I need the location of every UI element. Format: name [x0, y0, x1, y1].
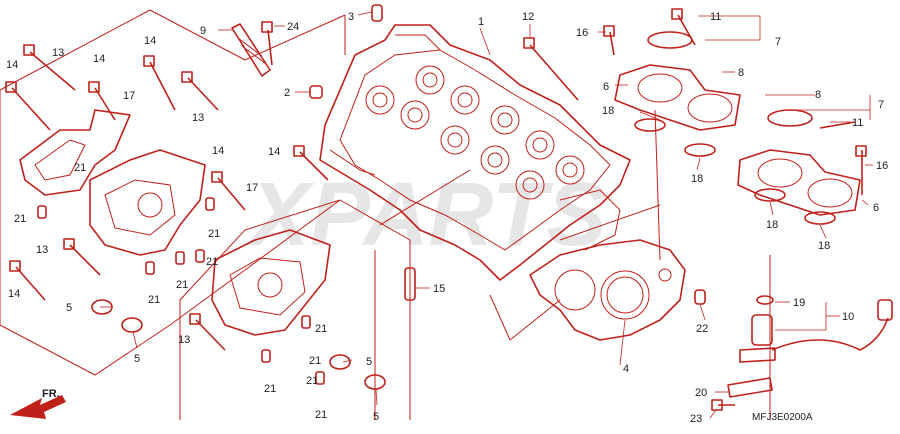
callout-labels: 1 2 3 4 5 5 5 5 6 6 7 7 8 8 9 10 11 11 1… [6, 11, 888, 425]
frame-top-cap [244, 14, 346, 61]
front-direction-label: FR. [42, 388, 60, 400]
label-18-d: 18 [818, 240, 830, 252]
label-14-e: 14 [268, 146, 280, 158]
frame-right-cam-holder [179, 199, 341, 420]
label-5-c: 5 [366, 356, 372, 368]
label-21-g: 21 [315, 323, 327, 335]
label-11-b: 11 [852, 117, 863, 129]
label-5-b: 5 [134, 353, 140, 365]
label-5-d: 5 [373, 411, 379, 423]
label-18-a: 18 [602, 105, 614, 117]
leader-lines [100, 11, 873, 419]
label-10: 10 [842, 311, 854, 323]
frame-left-bottom [169, 199, 341, 326]
frame-gasket-lead [489, 294, 561, 341]
frame-head-left-corner [379, 169, 471, 226]
label-21-e: 21 [176, 279, 188, 291]
label-21-d: 21 [206, 256, 218, 268]
label-21-i: 21 [306, 375, 318, 387]
label-13-b: 13 [192, 112, 204, 124]
label-14-f: 14 [8, 288, 20, 300]
label-1: 1 [478, 16, 484, 28]
label-17-b: 17 [246, 182, 258, 194]
label-21-f: 21 [148, 294, 160, 306]
frame-left-cam-holder [0, 9, 171, 376]
label-21-j: 21 [264, 383, 276, 395]
label-22: 22 [696, 323, 708, 335]
label-14-d: 14 [212, 145, 224, 157]
label-20: 20 [695, 387, 707, 399]
label-6-b: 6 [873, 202, 879, 214]
frame-right-cam-holder-side [339, 199, 411, 420]
label-14-a: 14 [6, 59, 18, 71]
label-16-a: 16 [576, 27, 588, 39]
label-13-d: 13 [178, 334, 190, 346]
label-13-c: 13 [36, 244, 48, 256]
label-23: 23 [690, 413, 702, 425]
label-15: 15 [433, 283, 445, 295]
frame-gasket [559, 204, 661, 241]
label-9: 9 [200, 25, 206, 37]
label-4: 4 [623, 363, 629, 375]
cylinder-head [319, 24, 631, 281]
label-24: 24 [287, 21, 299, 33]
label-18-b: 18 [691, 173, 703, 185]
label-14-b: 14 [93, 53, 105, 65]
sensor [727, 295, 893, 398]
label-21-c: 21 [208, 228, 220, 240]
watermark-text: XPARTS [245, 165, 607, 265]
front-direction-arrow: FR. [10, 388, 66, 419]
frame-left-top [149, 9, 246, 61]
label-7-b: 7 [878, 99, 884, 111]
label-3: 3 [348, 11, 354, 23]
label-19: 19 [793, 297, 805, 309]
frame-head-right [654, 109, 661, 261]
label-21-h: 21 [309, 355, 321, 367]
group-frames [0, 9, 771, 420]
label-7-a: 7 [775, 36, 781, 48]
head-gasket [529, 239, 686, 341]
diagram-code: MFJ3E0200A [752, 412, 813, 423]
label-14-c: 14 [144, 35, 156, 47]
label-6-a: 6 [603, 81, 609, 93]
insulators [614, 31, 861, 225]
label-17-a: 17 [123, 90, 135, 102]
label-8-b: 8 [815, 89, 821, 101]
cam-holder-left [19, 109, 331, 336]
label-11-a: 11 [710, 11, 721, 23]
spark-plug [231, 23, 271, 77]
label-21-a: 21 [74, 162, 86, 174]
label-5-a: 5 [66, 302, 72, 314]
label-8-a: 8 [738, 67, 744, 79]
label-21-b: 21 [14, 213, 26, 225]
bolts [5, 8, 867, 411]
label-16-b: 16 [876, 160, 888, 172]
label-12: 12 [522, 11, 534, 23]
label-13-a: 13 [52, 47, 64, 59]
label-18-c: 18 [766, 219, 778, 231]
label-21-k: 21 [315, 409, 327, 421]
label-2: 2 [284, 87, 290, 99]
